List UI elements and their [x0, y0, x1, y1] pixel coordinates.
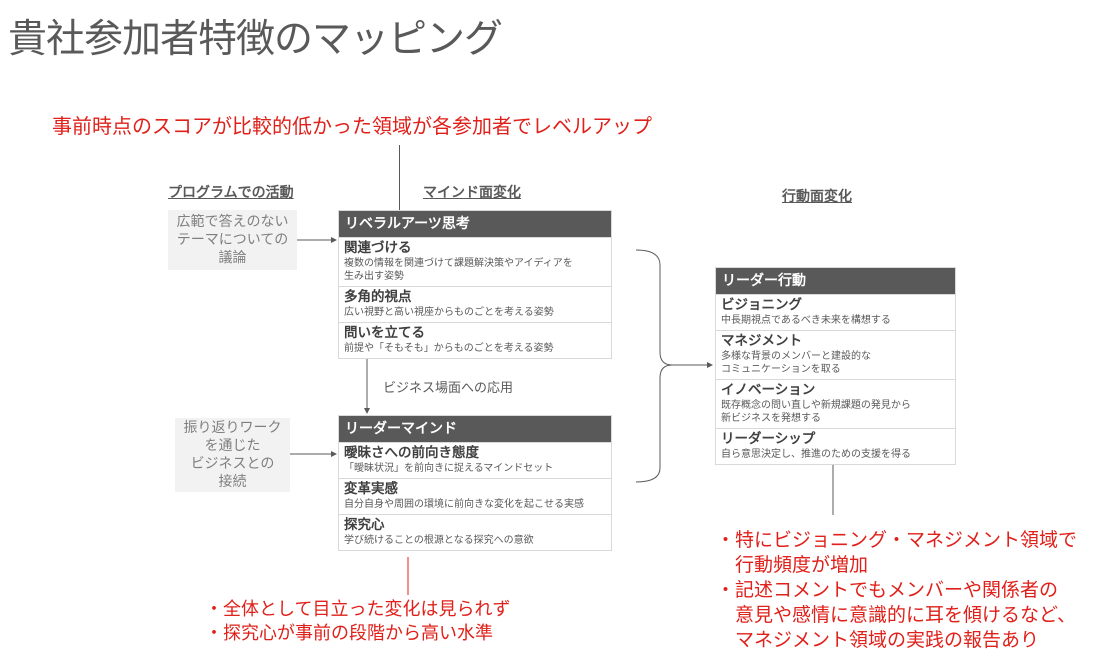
card-row: 関連づける複数の情報を関連づけて課題解決策やアイディアを 生み出す姿勢: [339, 237, 611, 286]
headline: 事前時点のスコアが比較的低かった領域が各参加者でレベルアップ: [52, 114, 652, 138]
card-leader-behavior: リーダー行動 ビジョニング中長期視点であるべき未来を構想する マネジメント多様な…: [715, 267, 956, 465]
header-behavior: 行動面変化: [782, 189, 852, 205]
notes-behavior: ・特にビジョニング・マネジメント領域で 行動頻度が増加 ・記述コメントでもメンバ…: [716, 529, 1078, 651]
brace: [635, 249, 673, 483]
program-box-discussion: 広範で答えのない テーマについての 議論: [168, 210, 297, 270]
card-row: イノベーション既存概念の問い直しや新規課題の発見から 新ビジネスを発想する: [716, 379, 955, 428]
card-row: 変革実感自分自身や周囲の環境に前向きな変化を起こせる実感: [339, 478, 611, 514]
header-mind: マインド面変化: [423, 185, 521, 201]
program-box-reflection: 振り返りワーク を通じた ビジネスとの 接続: [175, 418, 290, 492]
card-row: 多角的視点広い視野と高い視座からものごとを考える姿勢: [339, 286, 611, 322]
application-label: ビジネス場面への応用: [383, 381, 514, 396]
card-title: リーダー行動: [716, 268, 955, 294]
card-title: リーダーマインド: [339, 416, 611, 442]
card-liberal-arts: リベラルアーツ思考 関連づける複数の情報を関連づけて課題解決策やアイディアを 生…: [338, 210, 612, 359]
page-title: 貴社参加者特徴のマッピング: [8, 17, 503, 62]
connector-line: [399, 145, 400, 210]
card-row: マネジメント多様な背景のメンバーと建設的な コミュニケーションを取る: [716, 330, 955, 379]
card-title: リベラルアーツ思考: [339, 211, 611, 237]
card-row: ビジョニング中長期視点であるべき未来を構想する: [716, 294, 955, 330]
card-row: 問いを立てる前提や「そもそも」からものごとを考える姿勢: [339, 322, 611, 358]
header-program: プログラムでの活動: [168, 185, 294, 201]
card-row: 曖昧さへの前向き態度「曖昧状況」を前向きに捉えるマインドセット: [339, 442, 611, 478]
card-row: リーダーシップ自ら意思決定し、推進のための支援を得る: [716, 428, 955, 464]
notes-mind: ・全体として目立った変化は見られず ・探究心が事前の段階から高い水準: [205, 599, 511, 644]
card-row: 探究心学び続けることの根源となる探究への意欲: [339, 514, 611, 550]
card-leader-mind: リーダーマインド 曖昧さへの前向き態度「曖昧状況」を前向きに捉えるマインドセット…: [338, 415, 612, 551]
